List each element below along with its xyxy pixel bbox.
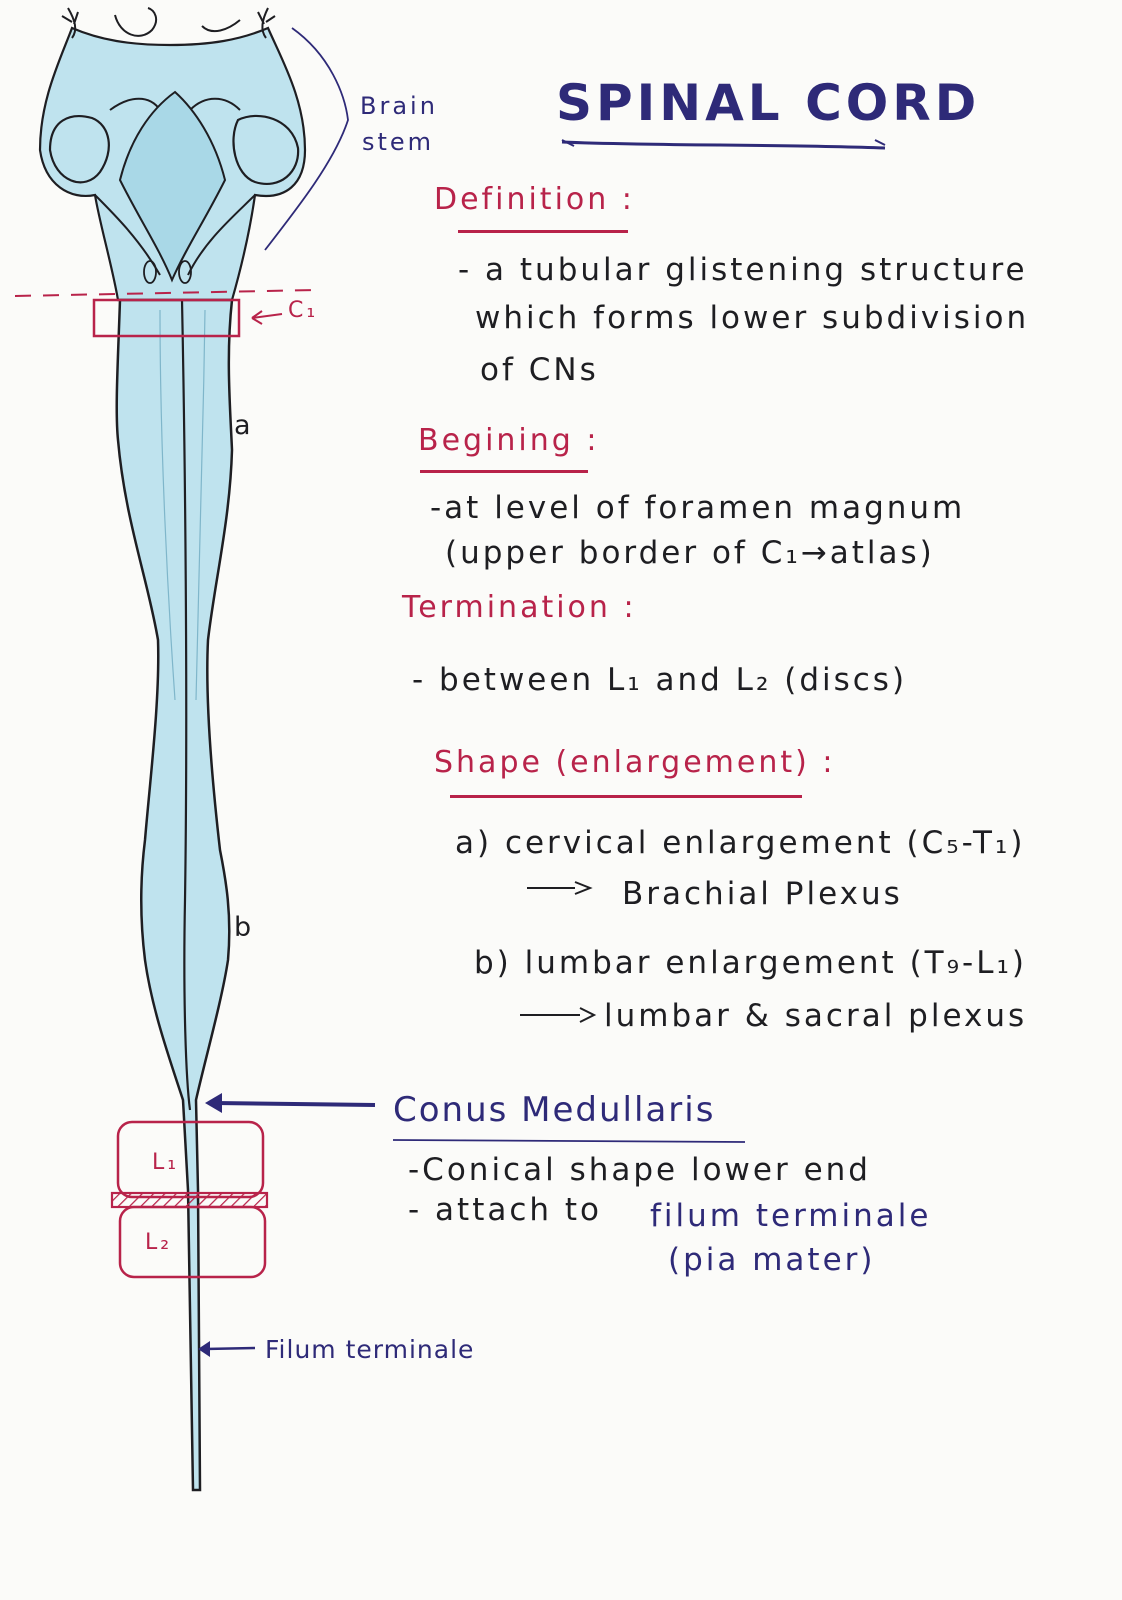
definition-heading: Definition : — [434, 182, 635, 217]
brachial-plexus-line: Brachial Plexus — [622, 876, 903, 912]
filum-terminale-text: filum terminale — [650, 1198, 932, 1234]
c1-label: C₁ — [288, 298, 319, 323]
brain-stem-label-line2: stem — [362, 128, 435, 156]
lumbar-vertebrae — [110, 1120, 269, 1279]
pia-mater-text: (pia mater) — [668, 1242, 876, 1278]
filum-terminale-label: Filum terminale — [265, 1335, 475, 1364]
spinal-cord — [115, 298, 234, 1492]
conus-arrow — [214, 1101, 376, 1107]
enlargement-a-label: a — [234, 410, 254, 441]
l1-label: L₁ — [152, 1150, 180, 1175]
definition-line-3: of CNs — [480, 352, 599, 388]
c1-arrow — [251, 313, 283, 319]
beginning-heading: Begining : — [418, 423, 600, 458]
beginning-line-1: -at level of foramen magnum — [430, 490, 966, 526]
brain-stem-bracket — [264, 27, 349, 251]
definition-line-1: - a tubular glistening structure — [458, 252, 1028, 288]
conus-line-2: - attach to — [408, 1192, 603, 1228]
c1-vertebra-box — [92, 298, 241, 338]
spinal-cord-midline — [180, 299, 192, 1111]
cervical-enlargement-line: a) cervical enlargement (C₅-T₁) — [455, 825, 1026, 861]
shape-heading: Shape (enlargement) : — [434, 745, 836, 780]
termination-line-1: - between L₁ and L₂ (discs) — [412, 662, 908, 698]
page-title: SPINAL CORD — [556, 74, 981, 132]
brain-stem-label-line1: Brain — [360, 92, 438, 120]
lumbar-enlargement-line: b) lumbar enlargement (T₉-L₁) — [474, 945, 1027, 981]
filum-arrow — [204, 1346, 256, 1351]
l2-label: L₂ — [145, 1230, 173, 1255]
brain-stem — [38, 7, 307, 302]
conus-medullaris-heading: Conus Medullaris — [393, 1090, 716, 1130]
definition-line-2: which forms lower subdivision — [475, 300, 1030, 336]
lumbar-sacral-plexus-line: lumbar & sacral plexus — [604, 998, 1028, 1034]
foramen-magnum-line — [14, 289, 316, 297]
beginning-line-2: (upper border of C₁→atlas) — [445, 535, 935, 571]
conus-line-1: -Conical shape lower end — [408, 1152, 871, 1188]
termination-heading: Termination : — [402, 590, 637, 625]
enlargement-b-label: b — [234, 912, 255, 943]
